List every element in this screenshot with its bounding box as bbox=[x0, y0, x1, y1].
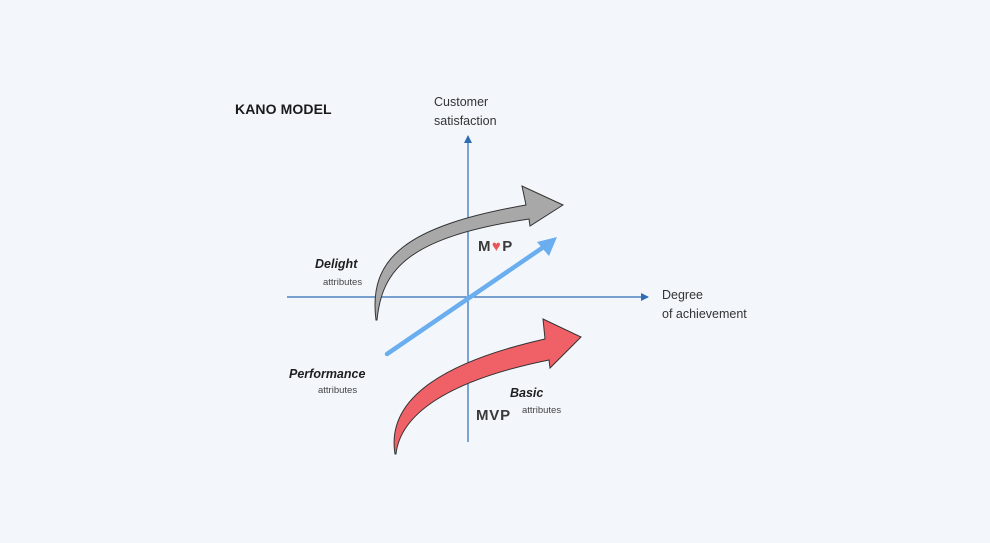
delight-label: Delight bbox=[315, 257, 358, 271]
x-axis-label: Degree of achievement bbox=[662, 286, 747, 324]
heart-icon: ♥ bbox=[491, 238, 502, 255]
performance-arrow-shaft bbox=[384, 243, 548, 357]
performance-arrow-head bbox=[537, 237, 557, 256]
mvp-badge: MVP bbox=[476, 407, 511, 424]
performance-sublabel: attributes bbox=[318, 385, 358, 396]
basic-sublabel: attributes bbox=[522, 405, 562, 416]
mlp-badge: M♥P bbox=[478, 238, 513, 255]
delight-arrow bbox=[374, 185, 565, 321]
x-axis-label-line2: of achievement bbox=[662, 307, 747, 321]
basic-label: Basic bbox=[510, 386, 544, 400]
x-axis-label-line1: Degree bbox=[662, 288, 703, 302]
mlp-letter-p: P bbox=[502, 238, 513, 255]
y-axis-label: Customer satisfaction bbox=[434, 93, 497, 131]
performance-label: Performance bbox=[289, 367, 366, 381]
basic-arrow bbox=[393, 318, 582, 455]
y-axis-label-line1: Customer bbox=[434, 95, 489, 109]
diagram-title: KANO MODEL bbox=[235, 101, 332, 117]
delight-sublabel: attributes bbox=[323, 277, 363, 288]
mlp-letter-m: M bbox=[478, 238, 491, 255]
y-axis-label-line2: satisfaction bbox=[434, 114, 497, 128]
